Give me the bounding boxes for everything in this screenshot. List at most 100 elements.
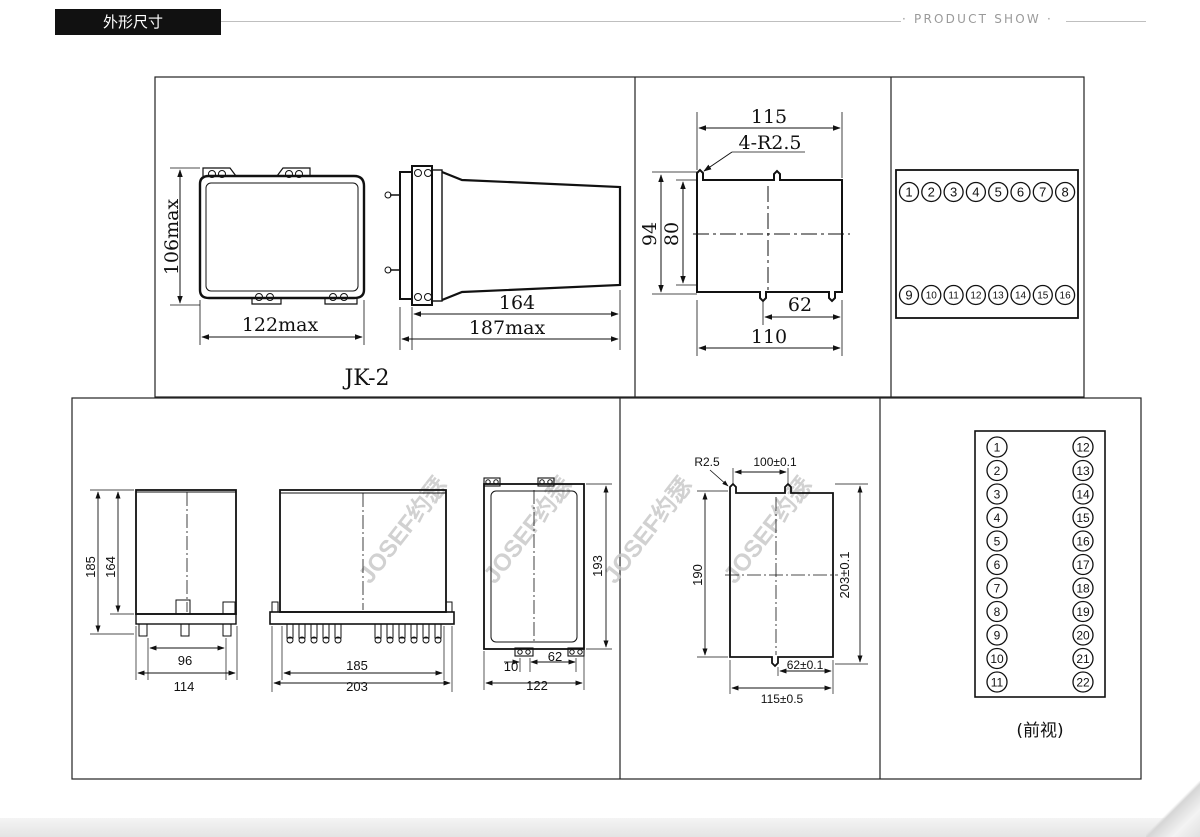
terminal-pin-circle: [1072, 577, 1094, 599]
terminal-stud-nut: [398, 636, 406, 644]
terminal-pin-label: 7: [994, 581, 1001, 595]
terminal-pin-circle: [1010, 284, 1031, 306]
lower-v1-inner-height: 164: [103, 556, 118, 578]
terminal-pin-circle: [986, 553, 1008, 576]
upper-cutout-outer-height: 94: [639, 222, 661, 246]
terminal-stud-nut: [310, 636, 318, 644]
terminal-pin-label: 9: [994, 628, 1001, 642]
upper-cutout-radius: 4-R2.5: [738, 132, 801, 154]
terminal-pin-circle: [1054, 181, 1076, 203]
upper-front-width: 122max: [242, 314, 319, 336]
lower-cutout-drawing: [697, 468, 868, 694]
terminal-pin-circle: [1032, 284, 1053, 306]
terminal-stud: [286, 623, 294, 639]
upper-terminal-box: [895, 169, 1079, 319]
terminal-pin-label: 6: [994, 558, 1001, 572]
upper-cutout-drawing: [652, 112, 850, 356]
watermark-4: JOSEF约瑟: [718, 472, 818, 589]
lower-view-3: [483, 477, 612, 690]
lower-cutout-bottom-dim: 115±0.5: [761, 692, 804, 706]
lower-v1-inner-width: 96: [178, 653, 192, 668]
terminal-pin-label: 22: [1076, 675, 1090, 689]
terminal-pin-label: 15: [1037, 291, 1049, 302]
lower-v2-outer-width: 203: [346, 679, 368, 694]
terminal-pin-circle: [1072, 506, 1094, 529]
terminal-pin-circle: [1072, 459, 1094, 482]
terminal-pin-label: 15: [1076, 511, 1090, 525]
footer-band: [0, 818, 1200, 837]
lower-cutout-right-dim: 203±0.1: [837, 552, 852, 599]
terminal-pin-circle: [898, 181, 920, 203]
terminal-pin-label: 5: [995, 185, 1002, 200]
upper-front-view: [170, 167, 366, 345]
section-title-tab: 外形尺寸: [55, 9, 221, 35]
terminal-pin-label: 19: [1076, 605, 1090, 619]
terminal-pin-circle: [986, 624, 1008, 646]
terminal-pin-label: 2: [928, 185, 935, 200]
lower-view-2: [269, 489, 455, 692]
lower-cutout-slot-dim: 62±0.1: [787, 658, 824, 672]
terminal-pin-label: 8: [994, 605, 1001, 619]
terminal-pin-circle: [943, 181, 964, 203]
terminal-pin-circle: [1072, 530, 1094, 552]
terminal-stud-nut: [322, 636, 330, 644]
terminal-pin-label: 16: [1060, 291, 1072, 302]
upper-cutout-slot-dim: 62: [788, 294, 812, 316]
terminal-pin-circle: [986, 671, 1008, 693]
terminal-pin-circle: [986, 436, 1008, 458]
lower-view-1: [90, 489, 238, 680]
terminal-stud: [310, 623, 318, 639]
lower-cutout-top-dim: 100±0.1: [753, 455, 797, 469]
upper-cutout-bottom-dim: 110: [751, 326, 787, 348]
watermark-2: JOSEF约瑟: [478, 472, 578, 589]
lower-v2-inner-width: 185: [346, 658, 368, 673]
terminal-pin-circle: [921, 284, 942, 306]
header-rule-right: [1066, 21, 1146, 22]
terminal-stud: [322, 623, 330, 639]
terminal-pin-label: 14: [1076, 487, 1090, 501]
terminal-pin-circle: [965, 181, 987, 203]
terminal-pin-circle: [988, 284, 1009, 306]
lower-panel-frame: [71, 397, 1142, 780]
terminal-pin-circle: [986, 600, 1008, 623]
terminal-pin-label: 14: [1015, 291, 1027, 302]
terminal-stud-nut: [410, 636, 418, 644]
lower-v3-dim-a: 10: [504, 659, 518, 674]
terminal-pin-circle: [1072, 600, 1094, 623]
terminal-pin-circle: [1072, 647, 1094, 670]
terminal-pin-label: 20: [1076, 628, 1090, 642]
lower-v2-terminal-studs: [286, 623, 442, 644]
terminal-pin-circle: [986, 459, 1008, 482]
upper-cutout-top-dim: 115: [751, 106, 787, 128]
upper-front-height: 106max: [161, 199, 183, 276]
terminal-pin-label: 11: [948, 291, 959, 302]
terminal-stud-nut: [298, 636, 306, 644]
terminal-stud-nut: [386, 636, 394, 644]
terminal-pin-circle: [1010, 181, 1031, 203]
terminal-pin-label: 16: [1076, 534, 1090, 548]
page-curl-decoration: [1146, 781, 1200, 837]
terminal-pin-circle: [1072, 553, 1094, 576]
watermark-3: JOSEF约瑟: [598, 472, 698, 589]
terminal-pin-label: 5: [994, 534, 1001, 548]
terminal-stud: [398, 623, 406, 639]
terminal-pin-label: 12: [1076, 440, 1090, 454]
terminal-stud: [298, 623, 306, 639]
terminal-pin-label: 13: [1076, 464, 1090, 478]
terminal-pin-label: 21: [1076, 652, 1090, 666]
upper-model-name: JK-2: [342, 366, 389, 391]
terminal-stud: [386, 623, 394, 639]
terminal-stud-nut: [334, 636, 342, 644]
section-title: 外形尺寸: [103, 13, 164, 31]
terminal-pin-circle: [986, 647, 1008, 670]
terminal-pin-label: 1: [994, 440, 1001, 454]
terminal-pin-label: 3: [994, 487, 1001, 501]
terminal-pin-circle: [1072, 483, 1094, 505]
terminal-stud: [410, 623, 418, 639]
terminal-pin-circle: [943, 284, 964, 306]
terminal-pin-circle: [1072, 671, 1094, 693]
terminal-pin-label: 13: [993, 291, 1005, 302]
terminal-stud: [422, 623, 430, 639]
